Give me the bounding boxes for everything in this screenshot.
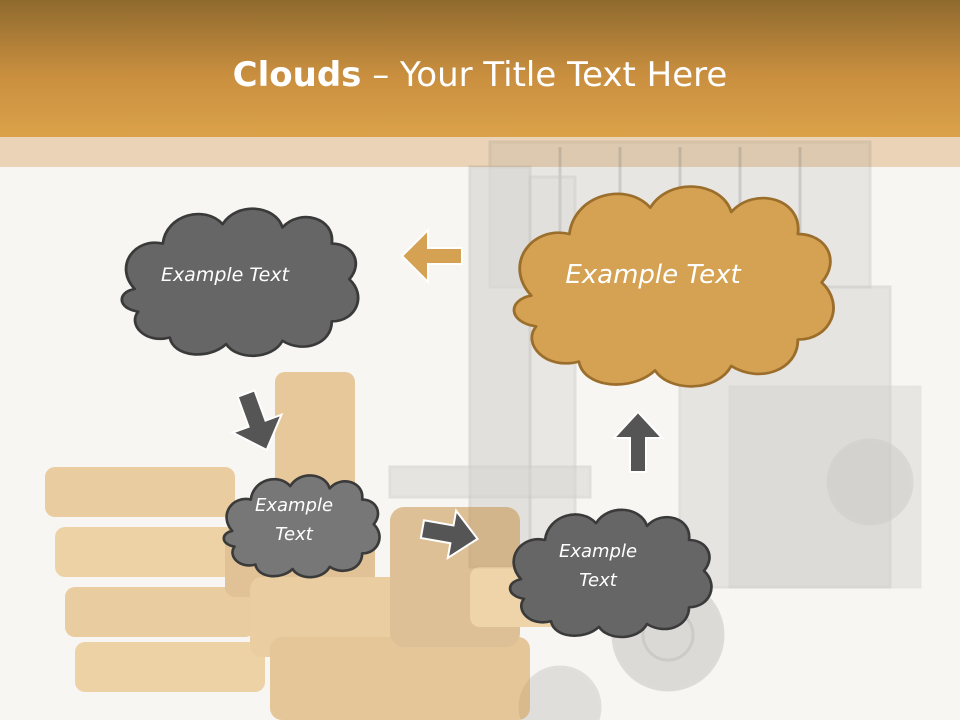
cloud-top-left-text: Example Text [160, 264, 290, 286]
cloud-middle-text: Example Text [254, 495, 334, 545]
title-rest: Your Title Text Here [400, 55, 728, 95]
header-band [0, 137, 960, 167]
arrow-left [400, 227, 463, 285]
cloud-bottom-right-text: Example Text [558, 541, 638, 591]
title-bold: Clouds [232, 55, 362, 95]
arrow-right [419, 508, 480, 561]
header-bar [0, 0, 960, 137]
title-separator: – [361, 55, 401, 95]
arrow-down [230, 389, 284, 452]
cloud-top-right-text: Example Text [565, 260, 741, 290]
arrow-up [611, 410, 665, 473]
slide-title[interactable]: Clouds – Your Title Text Here [0, 52, 960, 98]
